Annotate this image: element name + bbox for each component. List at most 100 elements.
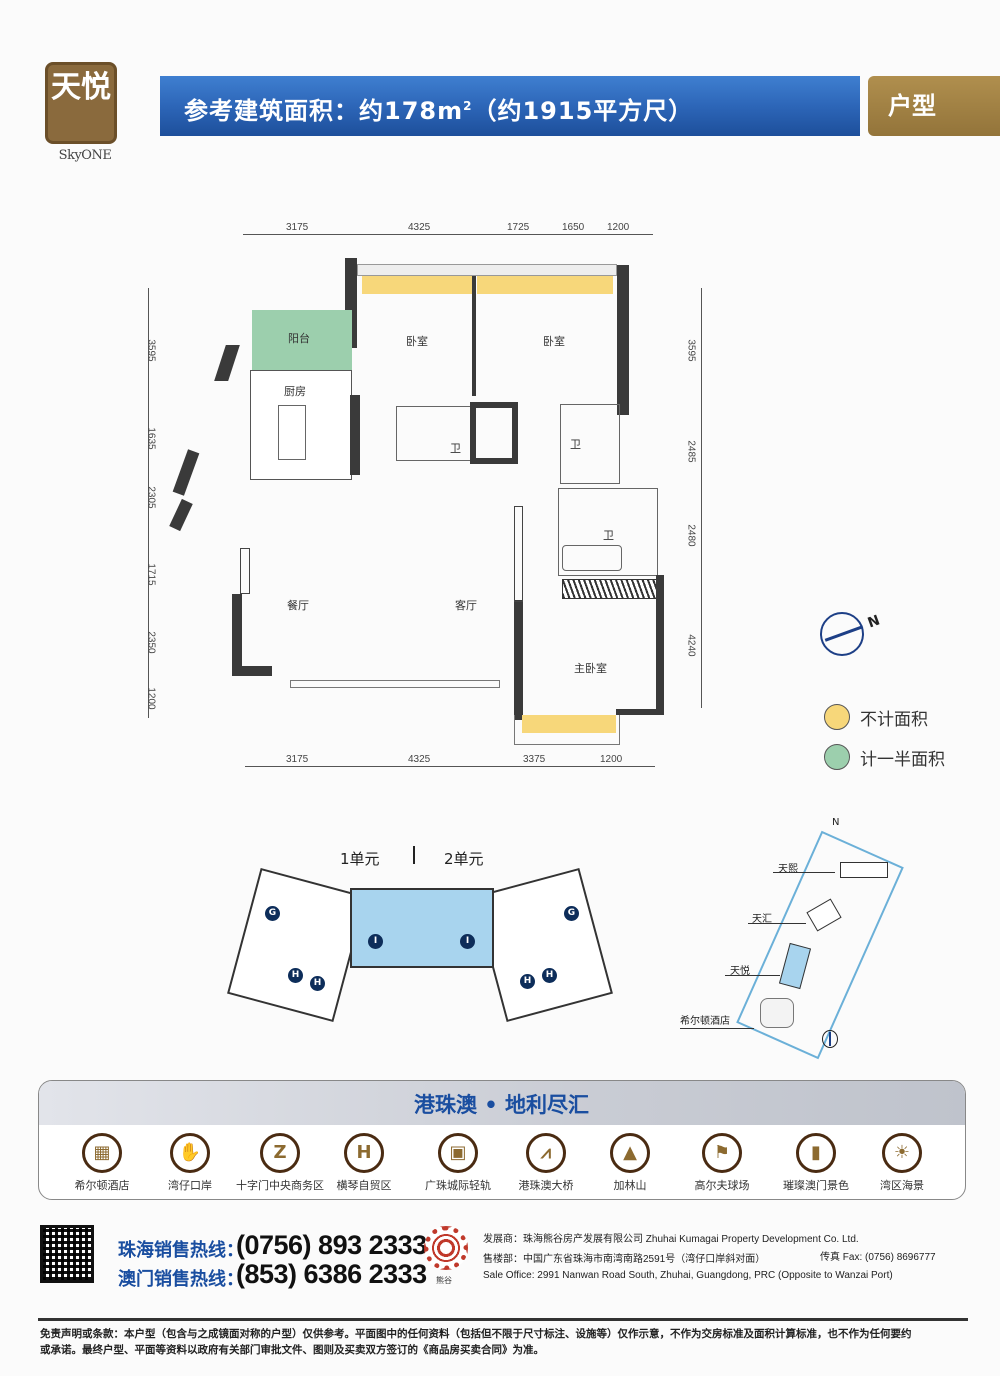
left-dim: 1635 xyxy=(145,427,157,450)
right-dimension-line xyxy=(701,288,702,708)
amenity-label: 港珠澳大桥 xyxy=(518,1179,574,1192)
balcony xyxy=(252,310,352,370)
top-dim: 3175 xyxy=(286,222,309,233)
wall xyxy=(617,265,629,415)
site-label: 天汇 xyxy=(752,914,772,925)
amenities-header xyxy=(39,1081,965,1125)
top-dimension-line xyxy=(243,234,653,235)
amenity-label: 希尔顿酒店 xyxy=(74,1179,130,1192)
wall xyxy=(172,449,200,496)
window-frame xyxy=(357,264,617,276)
train-icon: ▣ xyxy=(438,1133,478,1173)
wall xyxy=(232,666,272,676)
kumagai-logo-text: 熊谷 xyxy=(436,1276,452,1285)
amenity-label: 湾仔口岸 xyxy=(168,1179,212,1192)
qr-code[interactable] xyxy=(40,1225,94,1283)
site-label: 天熙 xyxy=(778,864,798,875)
right-dim: 3595 xyxy=(685,339,697,362)
legend-item: 不计面积 xyxy=(824,704,945,730)
right-dim: 2485 xyxy=(685,440,697,463)
amenity-item: ▲ 加林山 xyxy=(585,1133,675,1193)
kumagai-logo xyxy=(424,1226,468,1270)
wall xyxy=(240,548,250,594)
left-dim: 1200 xyxy=(145,687,157,710)
wall xyxy=(214,345,240,381)
disclaimer: 免责声明或条款：本户型（包含与之成镜面对称的户型）仅供参考。平面图中的任何资料（… xyxy=(40,1326,970,1358)
bathroom-2 xyxy=(560,404,620,484)
wall xyxy=(514,506,523,602)
building-tianxi xyxy=(840,862,888,878)
bottom-dim: 4325 xyxy=(408,754,431,765)
wardrobe xyxy=(562,579,658,599)
amenity-item: Z 十字门中央商务区 xyxy=(235,1133,325,1193)
north-arrow-icon xyxy=(822,1030,838,1048)
wall xyxy=(470,402,518,464)
amenities-panel: 港珠澳 • 地利尽汇 ▦ 希尔顿酒店 ✋ 湾仔口岸 Z 十字门中央商务区 H 横… xyxy=(38,1080,966,1200)
amenity-item: ⚑ 高尔夫球场 xyxy=(677,1133,767,1193)
disclaimer-line-1: 免责声明或条款：本户型（包含与之成镜面对称的户型）仅供参考。平面图中的任何资料（… xyxy=(40,1328,912,1340)
window-frame xyxy=(514,715,620,745)
amenity-label: 加林山 xyxy=(613,1179,647,1192)
amenity-label: 横琴自贸区 xyxy=(336,1179,392,1192)
legend-green-swatch xyxy=(824,744,850,770)
room-kitchen: 厨房 xyxy=(284,385,306,398)
wall xyxy=(472,276,476,396)
site-label: 天悦 xyxy=(730,966,750,977)
kitchen xyxy=(250,370,352,480)
amenity-label: 璀璨澳门景色 xyxy=(783,1179,849,1192)
compass-icon xyxy=(820,612,864,656)
amenity-label: 十字门中央商务区 xyxy=(236,1179,324,1192)
macau-hotline-label: 澳门销售热线： xyxy=(118,1269,244,1290)
window-frame xyxy=(290,680,500,688)
fax-number: 传真 Fax: (0756) 8696777 xyxy=(820,1252,936,1263)
passport-icon: ✋ xyxy=(170,1133,210,1173)
room-bedroom-1: 卧室 xyxy=(406,335,428,348)
disclaimer-line-2: 或承诺。最终户型、平面等资料以政府有关部门审批文件、图则及买卖双方签订的《商品房… xyxy=(40,1344,544,1356)
room-dining: 餐厅 xyxy=(287,599,309,612)
site-leader xyxy=(748,923,806,924)
skyone-logo: 天悦 xyxy=(45,62,117,144)
amenity-label: 湾区海景 xyxy=(880,1179,924,1192)
amenity-label: 高尔夫球场 xyxy=(694,1179,750,1192)
highlighted-units xyxy=(350,888,494,968)
amenities-title: 港珠澳 • 地利尽汇 xyxy=(414,1093,590,1117)
amenity-item: H 横琴自贸区 xyxy=(319,1133,409,1193)
amenity-item: ✋ 湾仔口岸 xyxy=(145,1133,235,1193)
legend-label: 计一半面积 xyxy=(860,749,945,770)
macau-hotline-number[interactable]: (853) 6386 2333 xyxy=(236,1259,427,1289)
sales-office-en: Sale Office: 2991 Nanwan Road South, Zhu… xyxy=(483,1270,893,1281)
left-dim: 3595 xyxy=(145,339,157,362)
wall xyxy=(350,395,360,475)
wall xyxy=(169,498,193,532)
developer-info: 发展商：珠海熊谷房产发展有限公司 Zhuhai Kumagai Property… xyxy=(483,1234,859,1245)
mountain-icon: ▲ xyxy=(610,1133,650,1173)
bathtub xyxy=(562,545,622,571)
building-plan: G I H H I G H H xyxy=(227,867,613,1030)
wing-right xyxy=(473,867,613,1023)
left-dim: 2305 xyxy=(145,486,157,509)
zhuhai-hotline-label: 珠海销售热线： xyxy=(118,1240,244,1261)
left-dim: 1715 xyxy=(145,563,157,586)
site-leader xyxy=(680,1028,754,1029)
bay-window-bedroom-2 xyxy=(477,276,613,294)
wing-left xyxy=(227,867,367,1023)
area-title-suffix: （约1915平方尺） xyxy=(472,97,694,125)
room-bath-3: 卫 xyxy=(603,529,614,542)
wall xyxy=(514,600,523,720)
amenity-item: ☀ 湾区海景 xyxy=(857,1133,947,1193)
site-north-label: N xyxy=(832,817,840,828)
top-dim: 1200 xyxy=(607,222,630,233)
skyline-icon: ▮ xyxy=(796,1133,836,1173)
divider xyxy=(38,1318,968,1321)
unit-2-label: 2单元 xyxy=(444,850,484,868)
amenity-label: 广珠城际轻轨 xyxy=(425,1179,491,1192)
top-dim: 4325 xyxy=(408,222,431,233)
unit-badge: I xyxy=(368,934,383,949)
zhuhai-hotline-number[interactable]: (0756) 893 2333 xyxy=(236,1230,427,1260)
h-target-icon: H xyxy=(344,1133,384,1173)
wall xyxy=(656,575,664,715)
bottom-dim: 3375 xyxy=(523,754,546,765)
golf-flag-icon: ⚑ xyxy=(702,1133,742,1173)
area-title-sup: 2 xyxy=(463,99,473,113)
z-target-icon: Z xyxy=(260,1133,300,1173)
